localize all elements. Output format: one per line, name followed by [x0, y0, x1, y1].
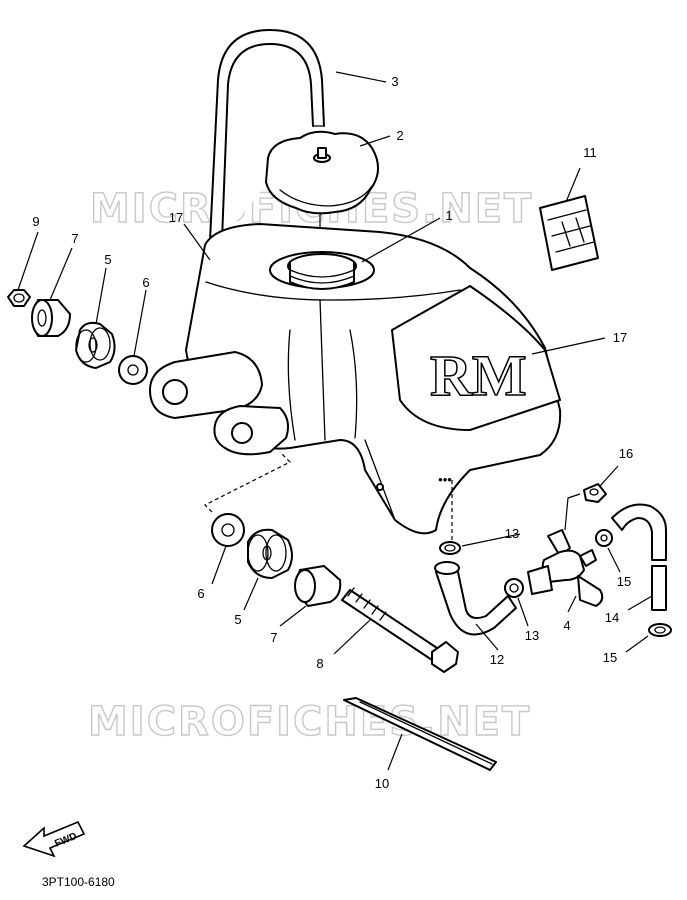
part-11-label[interactable] — [539, 195, 599, 271]
part-15-clamp-lower[interactable] — [648, 623, 672, 637]
callout-5-lower: 5 — [234, 612, 241, 627]
callout-17-right: 17 — [613, 330, 627, 345]
part-5-damper-upper[interactable] — [75, 321, 116, 369]
part-16-screw[interactable] — [583, 483, 607, 503]
callout-4: 4 — [563, 618, 570, 633]
part-15-clamp-upper[interactable] — [595, 529, 613, 547]
tank-decal: RM — [430, 343, 527, 408]
callout-13-lower: 13 — [525, 628, 539, 643]
callout-8: 8 — [316, 656, 323, 671]
part-7-collar-upper[interactable] — [31, 299, 71, 337]
part-13-clamp-lower[interactable] — [504, 578, 524, 598]
part-12-fuel-hose[interactable] — [434, 561, 517, 636]
svg-text:•••: ••• — [438, 472, 452, 487]
part-4-fuel-cock[interactable] — [527, 493, 604, 607]
fwd-arrow-icon: FWD — [22, 820, 86, 858]
callout-13-upper: 13 — [505, 526, 519, 541]
part-8-bolt[interactable] — [341, 587, 459, 673]
callout-15-lower: 15 — [603, 650, 617, 665]
part-1-fuel-tank[interactable]: RM — [149, 223, 562, 535]
part-10-pad[interactable] — [343, 697, 497, 771]
drawing-code: 3PT100-6180 — [42, 875, 115, 889]
part-5-damper-lower[interactable] — [247, 528, 293, 579]
callout-3: 3 — [391, 74, 398, 89]
part-14-breather-hose[interactable] — [611, 503, 667, 611]
callout-10: 10 — [375, 776, 389, 791]
callout-7-upper: 7 — [71, 231, 78, 246]
callout-labels: 3 2 1 17 17 9 7 5 6 11 6 5 7 8 10 12 13 … — [32, 74, 633, 791]
callout-2: 2 — [396, 128, 403, 143]
part-3-breather-hose[interactable] — [209, 29, 325, 241]
callout-1: 1 — [445, 208, 452, 223]
callout-14: 14 — [605, 610, 619, 625]
callout-9: 9 — [32, 214, 39, 229]
watermark-bottom: MICROFICHES.NET — [88, 699, 531, 745]
callout-16: 16 — [619, 446, 633, 461]
callout-7-lower: 7 — [270, 630, 277, 645]
callout-6-upper: 6 — [142, 275, 149, 290]
callout-17-left: 17 — [169, 210, 183, 225]
part-6-washer-upper[interactable] — [118, 355, 148, 385]
callout-11: 11 — [583, 145, 597, 160]
leader-lines — [17, 71, 653, 771]
callout-6-lower: 6 — [197, 586, 204, 601]
callout-15-upper: 15 — [617, 574, 631, 589]
part-6-washer-lower[interactable] — [211, 513, 245, 547]
part-13-clamp-upper[interactable]: ••• — [438, 472, 461, 555]
callout-5-upper: 5 — [104, 252, 111, 267]
part-9-nut[interactable] — [7, 289, 31, 307]
part-7-collar-lower[interactable] — [294, 565, 342, 607]
callout-12: 12 — [490, 652, 504, 667]
